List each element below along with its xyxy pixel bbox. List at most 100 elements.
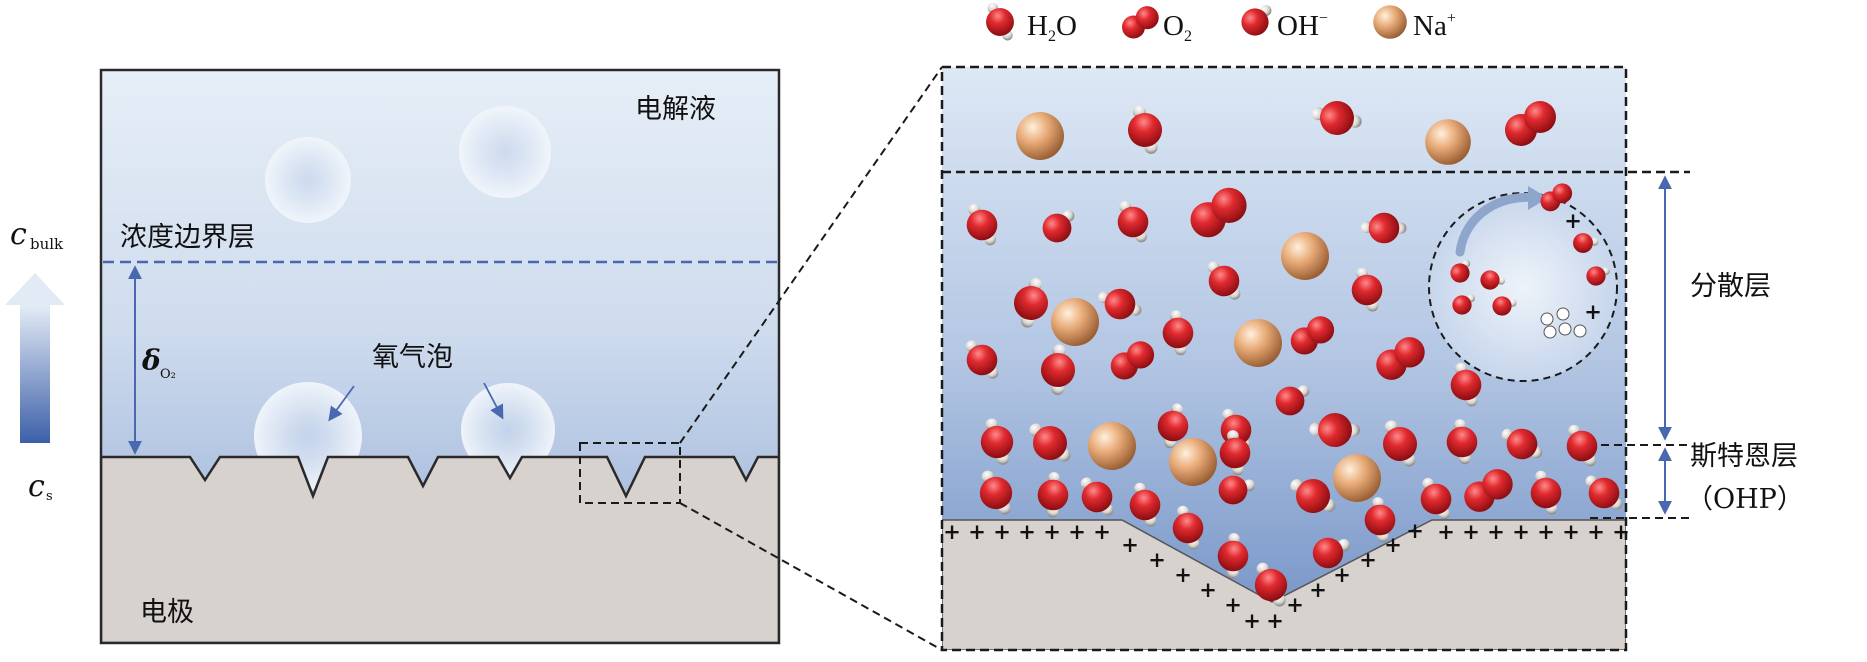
oxygen-molecule <box>1464 469 1513 512</box>
positive-charge: + <box>1148 547 1166 572</box>
water-molecule <box>1117 200 1149 243</box>
legend-sub: 2 <box>1048 28 1056 45</box>
water-molecule <box>1450 362 1482 407</box>
electrolyte-label: 电解液 <box>635 94 716 125</box>
oxygen-atom <box>1383 427 1417 461</box>
water-molecule <box>1501 428 1543 460</box>
legend-sup: − <box>1319 10 1328 27</box>
positive-charge: + <box>1587 519 1605 544</box>
oxygen-atom <box>1586 266 1606 286</box>
legend-base: H <box>1027 10 1048 42</box>
concentration-arrow-shaft <box>20 305 50 443</box>
oxygen-atom <box>1306 316 1335 344</box>
oxygen-atom <box>1573 233 1593 253</box>
inset-curved-arrow-head <box>1528 186 1548 210</box>
electrode <box>101 455 779 643</box>
hydroxide-ion <box>1275 385 1310 416</box>
sodium-atom <box>1333 454 1381 502</box>
oxygen-molecule <box>1190 187 1247 238</box>
positive-charge: + <box>1333 562 1351 587</box>
oxygen-atom <box>1275 386 1305 416</box>
inset-curved-arrow <box>1455 192 1543 257</box>
positive-charge: + <box>1359 547 1377 572</box>
water-molecule <box>1446 419 1478 465</box>
legend-label-oh: OH− <box>1277 10 1328 42</box>
sodium-atom <box>1373 5 1407 39</box>
oxygen-atom <box>1254 568 1288 602</box>
c-s-main: c <box>28 469 45 504</box>
oxygen-atom <box>1033 426 1067 460</box>
electron <box>1556 307 1570 321</box>
oxygen-atom <box>1318 413 1352 447</box>
oxygen-atom <box>986 8 1014 36</box>
water-molecule <box>1207 261 1241 300</box>
oxygen-atom <box>1452 295 1472 315</box>
positive-charge: + <box>943 519 961 544</box>
water-molecule <box>1172 505 1204 550</box>
oxygen-molecule <box>1122 6 1159 39</box>
oxygen-atom <box>1208 265 1240 297</box>
oxygen-atom <box>1135 6 1159 30</box>
oxygen-atom <box>966 344 998 376</box>
legend-label-na: Na+ <box>1413 10 1456 42</box>
oxygen-atom <box>1364 504 1396 536</box>
sodium-ion <box>1051 298 1099 346</box>
sodium-atom <box>1425 119 1471 165</box>
inset-circle <box>1428 192 1618 382</box>
oxygen-atom <box>1217 540 1249 572</box>
hydroxide-ion <box>1452 294 1475 315</box>
legend-entry-h2o: H2O <box>986 2 1077 45</box>
hydroxide-ion <box>1241 5 1272 36</box>
oxygen-atom <box>1211 187 1247 223</box>
oxygen-atom <box>1320 101 1354 135</box>
oxygen-atom <box>1312 537 1344 569</box>
sodium-atom <box>1234 319 1282 367</box>
sodium-ion <box>1234 319 1282 367</box>
positive-charge: + <box>1612 519 1630 544</box>
positive-charge: + <box>1537 519 1555 544</box>
positive-charge: + <box>993 519 1011 544</box>
c-bulk-sub: bulk <box>30 235 64 253</box>
oxygen-atom <box>1480 270 1500 290</box>
oxygen-molecule <box>1376 337 1425 380</box>
sodium-ion <box>1333 454 1381 502</box>
sodium-atom <box>1051 298 1099 346</box>
oxygen-atom <box>1446 426 1478 458</box>
legend-base: O <box>1163 10 1184 42</box>
legend: H2O O 2 OH− Na+ <box>986 2 1456 45</box>
bubble-pointer-arrow <box>328 385 355 422</box>
electron <box>1540 312 1554 326</box>
water-molecule <box>1290 479 1336 513</box>
legend-base: OH <box>1277 10 1319 42</box>
sodium-atom <box>1016 112 1064 160</box>
positive-charge: + <box>1487 519 1505 544</box>
delta-o2-label: δ O₂ <box>141 344 176 382</box>
legend-sup: + <box>1447 10 1456 27</box>
legend-label-h2o: H2O <box>1027 10 1077 45</box>
delta-subscript: O₂ <box>160 367 176 382</box>
electrode-label: 电极 <box>140 597 194 628</box>
sodium-ion <box>1016 112 1064 160</box>
oxygen-bubble <box>461 383 555 477</box>
sodium-atom <box>1281 232 1329 280</box>
water-molecule <box>1162 310 1194 356</box>
positive-charge: + <box>1309 577 1327 602</box>
diffuse-layer-label: 分散层 <box>1690 271 1771 302</box>
oxygen-atom <box>1014 286 1048 320</box>
oxygen-atom <box>1157 410 1189 442</box>
water-molecule <box>1037 471 1069 518</box>
water-molecule <box>986 2 1014 41</box>
oxygen-atom <box>980 425 1014 459</box>
water-molecule <box>1420 477 1452 520</box>
delta-symbol: δ <box>141 344 161 377</box>
water-molecule <box>1311 101 1362 135</box>
positive-charge: + <box>1243 608 1261 633</box>
hydroxide-ion <box>1573 233 1599 253</box>
bubble-pointer-arrow <box>483 382 504 420</box>
hydroxide-ion <box>1312 537 1351 569</box>
oxygen-atom <box>1129 489 1161 521</box>
sodium-ion <box>1425 119 1471 165</box>
positive-charge: + <box>968 519 986 544</box>
oxygen-atom <box>1172 512 1204 544</box>
